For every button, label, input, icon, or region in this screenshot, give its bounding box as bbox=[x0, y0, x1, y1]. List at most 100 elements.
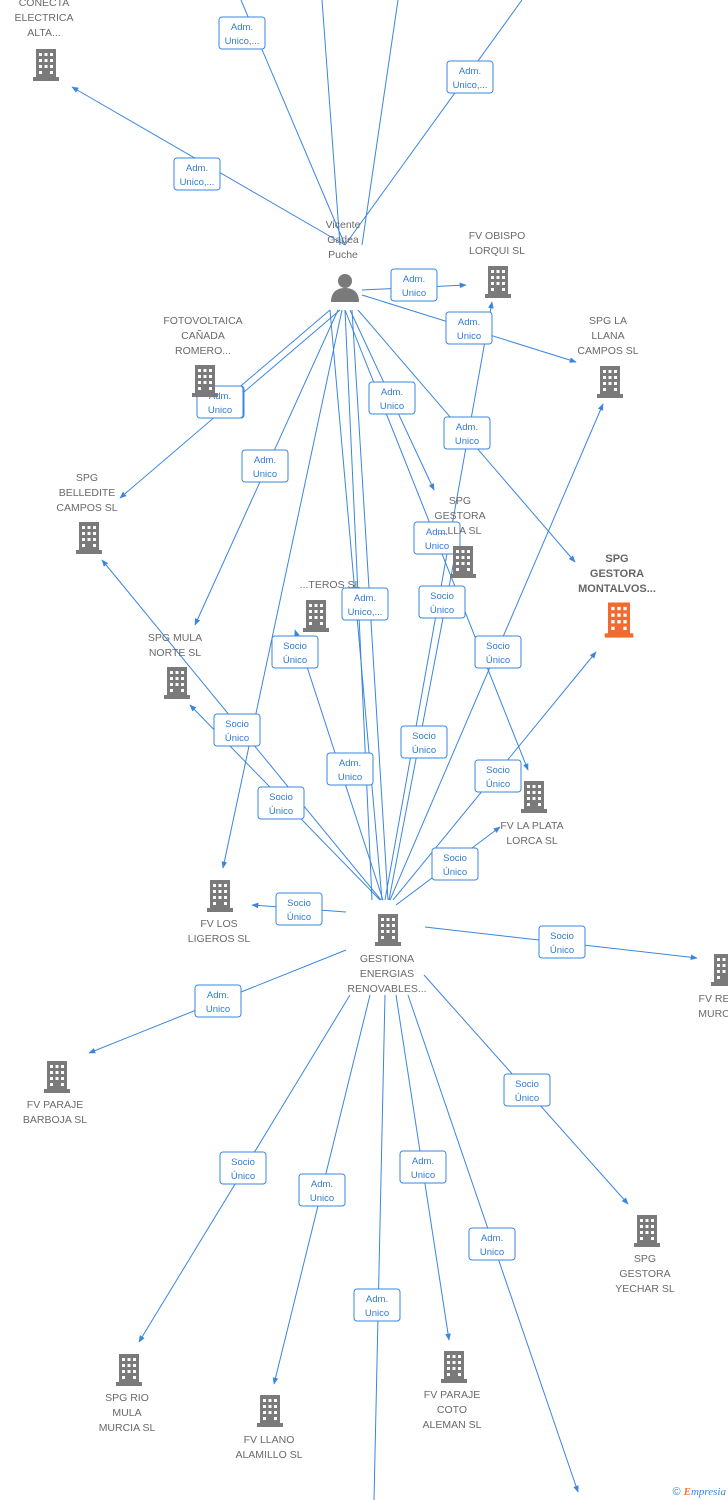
edge-label-e30[interactable]: Adm.Unico bbox=[468, 1227, 516, 1261]
edge-label-text: Adm. bbox=[354, 593, 376, 604]
edge-label-text: Unico bbox=[480, 1247, 504, 1258]
node-label-line: SPG RIO bbox=[105, 1392, 149, 1404]
node-label-line: RENOVABLES... bbox=[347, 983, 426, 995]
edge-label-e11[interactable]: Adm.Unico bbox=[413, 521, 461, 555]
edge-label-text: Adm. bbox=[456, 422, 478, 433]
edge-label-text: Adm. bbox=[426, 527, 448, 538]
node-label-line: CAÑADA bbox=[181, 329, 225, 342]
edge-label-e4[interactable]: Adm.Unico bbox=[390, 268, 438, 302]
edge-label-box bbox=[399, 1150, 447, 1184]
node-label-line: FV RE bbox=[699, 993, 728, 1005]
edge-label-text: Socio bbox=[269, 792, 293, 803]
node-teros[interactable]: ...TEROS SL bbox=[300, 579, 361, 632]
node-label-line: ...LLA SL bbox=[439, 525, 482, 537]
edge-label-text: Socio bbox=[412, 731, 436, 742]
edge-label-text: Único bbox=[231, 1171, 255, 1182]
node-canada[interactable]: FOTOVOLTAICACAÑADAROMERO... bbox=[163, 315, 243, 397]
edge-label-box bbox=[431, 847, 479, 881]
edge-label-text: Unico,... bbox=[225, 36, 260, 47]
edge-label-text: Unico bbox=[457, 331, 481, 342]
edge-label-box bbox=[213, 713, 261, 747]
edge-label-e9[interactable]: Adm. Unico bbox=[443, 416, 491, 450]
copyright-symbol: © bbox=[672, 1486, 681, 1498]
edge-label-e3[interactable]: Adm.Unico,... bbox=[173, 157, 221, 191]
edge-label-box bbox=[275, 892, 323, 926]
node-ligeros[interactable]: FV LOS LIGEROS SL bbox=[188, 880, 251, 945]
edge-label-e16[interactable]: Adm.Unico bbox=[326, 752, 374, 786]
edge-label-text: Único bbox=[486, 655, 510, 666]
node-re_murc[interactable]: FV RE MURC bbox=[698, 954, 728, 1020]
building-icon bbox=[257, 1395, 283, 1427]
node-label-line: LORQUI SL bbox=[469, 245, 525, 257]
node-label-line: COTO bbox=[437, 1404, 467, 1416]
building-icon bbox=[44, 1061, 70, 1093]
node-label-line: LIGEROS SL bbox=[188, 933, 251, 945]
edge-label-e10[interactable]: Adm.Unico bbox=[241, 449, 289, 483]
edge-label-text: Adm. bbox=[186, 163, 208, 174]
edge-label-text: Único bbox=[269, 806, 293, 817]
edge-label-e27[interactable]: Adm.Unico bbox=[298, 1173, 346, 1207]
node-gestiona[interactable]: GESTIONAENERGIASRENOVABLES... bbox=[347, 914, 427, 995]
edge-label-e8[interactable]: Adm.Unico bbox=[368, 381, 416, 415]
edge-label-box bbox=[400, 725, 448, 759]
node-label-line: BELLEDITE bbox=[59, 487, 116, 499]
node-label-line: SPG bbox=[605, 553, 628, 565]
edge-label-text: Unico bbox=[455, 436, 479, 447]
edge-label-text: Único bbox=[225, 733, 249, 744]
edge-label-box bbox=[194, 984, 242, 1018]
edge-line-e12 bbox=[221, 309, 343, 869]
edge-label-e12[interactable]: Adm.Unico,... bbox=[341, 587, 389, 621]
edge-label-e5[interactable]: Adm.Unico bbox=[445, 311, 493, 345]
building-icon bbox=[450, 546, 476, 578]
edge-label-box bbox=[173, 157, 221, 191]
building-icon bbox=[711, 954, 728, 986]
node-label-line: FV PARAJE bbox=[27, 1099, 83, 1111]
edge-label-text: Adm. bbox=[231, 22, 253, 33]
edge-label-e1[interactable]: Adm. Unico,... bbox=[218, 16, 266, 50]
node-label-line: ENERGIAS bbox=[360, 968, 414, 980]
node-label-line: ALAMILLO SL bbox=[235, 1449, 302, 1461]
building-icon bbox=[116, 1354, 142, 1386]
edge-label-e28[interactable]: Adm.Unico bbox=[353, 1288, 401, 1322]
node-montalvos[interactable]: SPGGESTORAMONTALVOS... bbox=[578, 553, 656, 638]
node-label-line: FV LOS bbox=[200, 918, 237, 930]
node-conecta[interactable]: CONECTAELECTRICAALTA... bbox=[15, 0, 74, 81]
edge-label-box bbox=[390, 268, 438, 302]
edge-label-text: Único bbox=[287, 912, 311, 923]
edge-label-box bbox=[413, 521, 461, 555]
node-label-line: MURC bbox=[698, 1008, 728, 1020]
edge-label-box bbox=[474, 635, 522, 669]
edge-label-box bbox=[446, 60, 494, 94]
edge-label-e29[interactable]: Adm.Unico bbox=[399, 1150, 447, 1184]
edge-label-e24[interactable]: Adm.Unico bbox=[194, 984, 242, 1018]
edge-label-text: Unico bbox=[411, 1170, 435, 1181]
person-icon bbox=[331, 274, 359, 302]
edge-label-e2[interactable]: Adm.Unico,... bbox=[446, 60, 494, 94]
edge-label-text: Adm. bbox=[381, 387, 403, 398]
